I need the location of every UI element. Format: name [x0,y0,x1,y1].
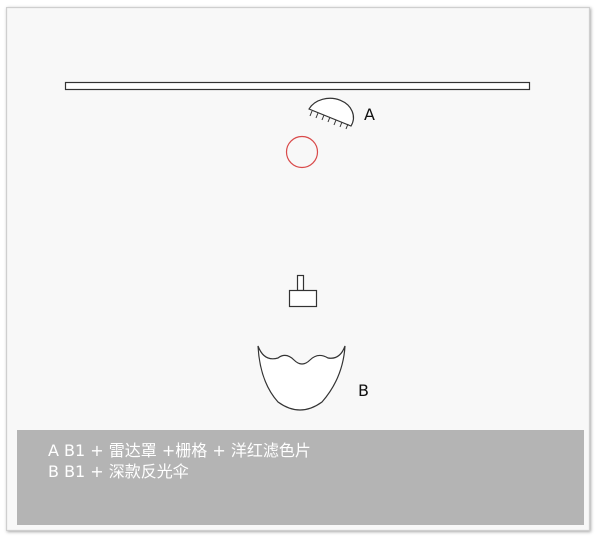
camera-icon [288,274,318,308]
light-a-label: A [364,105,375,124]
caption-line-a: A B1 + 雷达罩 +栅格 + 洋红滤色片 [48,441,311,460]
light-a-beauty-dish-icon [308,97,355,130]
light-b-label: B [358,381,369,400]
caption-box: A B1 + 雷达罩 +栅格 + 洋红滤色片 B B1 + 深款反光伞 [17,430,584,525]
subject-circle [285,135,319,169]
light-b-umbrella-icon [257,345,346,411]
caption-line-b: B B1 + 深款反光伞 [48,462,189,481]
backdrop-bar [64,81,531,91]
